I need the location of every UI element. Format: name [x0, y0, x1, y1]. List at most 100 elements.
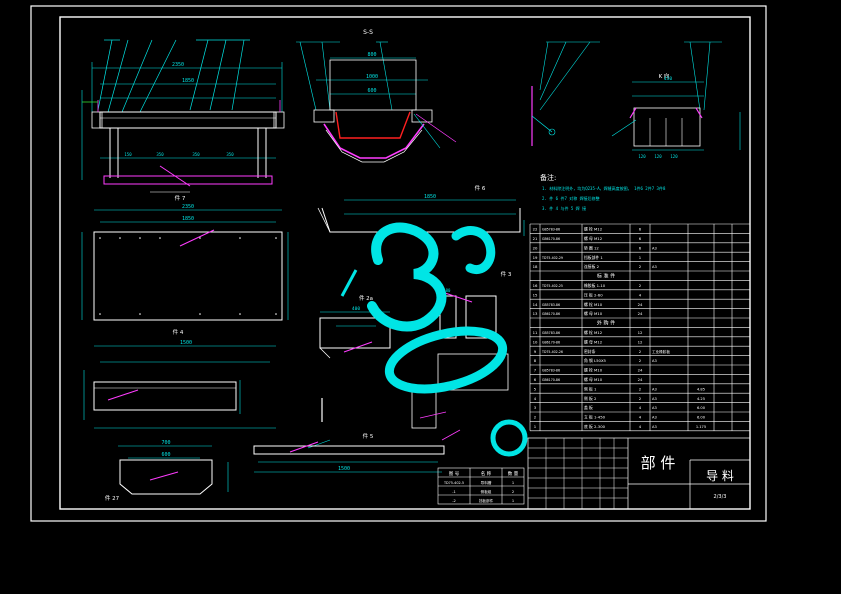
part-27-dim-overall: 700	[161, 440, 170, 446]
part-5-view: 件 5 1500	[253, 432, 445, 473]
bom-row-code: GB5783-86	[542, 303, 560, 307]
bom-row-no: 22	[533, 227, 538, 232]
bom-row-name: 密封条	[584, 349, 596, 354]
bom-row-name: 螺 母 M10	[584, 377, 603, 382]
title-part-name: 部 件	[641, 454, 676, 472]
bom-row-name: 橡胶板 1-10	[584, 283, 606, 288]
bom-row-code: GB5783-86	[542, 369, 560, 373]
dim-seg-3: 350	[192, 152, 200, 157]
bom-row-name: 螺 母 M12	[584, 339, 603, 344]
bom-row-name: 挡板部件 1	[584, 255, 603, 260]
title-block: 部 件 导 料 2/3/3	[527, 437, 751, 510]
dim-seg-2: 350	[156, 152, 164, 157]
bom-row-no: 3	[534, 405, 537, 410]
bom-row-qty: 4	[639, 292, 642, 297]
bom-row-name: 压 板 2-60	[584, 292, 603, 297]
bom-row-no: 2	[534, 415, 537, 420]
bom-row-code: GB6170-86	[542, 312, 560, 316]
part-5-label: 件 5	[363, 432, 374, 440]
part-7-dim-inner: 1850	[182, 216, 194, 222]
bom-row-qty: 24	[638, 311, 643, 316]
bom-row-no: 18	[533, 264, 538, 269]
part-4-dim-overall: 1500	[180, 340, 192, 346]
part-6-view: 件 6 1850 件 2a 400 件 3 80	[317, 184, 525, 441]
bom-row-material: A3	[652, 397, 657, 401]
bom-row-code: TD75-402-25	[541, 284, 563, 288]
dim-ss-width: 800	[367, 52, 376, 58]
section-ss-view: S-S 800 1000 600	[296, 29, 457, 163]
bom-row-qty: 2	[639, 358, 642, 363]
bom-row-material: 工业橡胶板	[652, 349, 670, 354]
bom-row-qty: 24	[638, 377, 643, 382]
part-7-label: 件 7	[175, 194, 186, 202]
bom-row-qty: 2	[639, 349, 642, 354]
bom-row-qty: 4	[639, 405, 642, 410]
sub-table-r3-name: 挡板部件	[479, 498, 494, 503]
bom-row-weight-unit: 4.85	[697, 387, 705, 391]
bom-row-qty: 4	[639, 424, 642, 429]
k-view: K 向 450 120 120 120	[531, 41, 741, 159]
bom-row-no: 1	[534, 424, 537, 429]
bom-row-name: 螺 栓 M12	[584, 330, 603, 335]
inner-border	[59, 16, 751, 510]
sub-table-r2-name: 侧板组	[481, 489, 492, 494]
title-part-name-2: 导 料	[706, 469, 734, 483]
part-7-dim-overall: 2350	[182, 204, 194, 210]
watermark-logo	[340, 222, 528, 457]
bom-row-qty: 24	[638, 302, 643, 307]
bom-row-code: GB5783-86	[542, 228, 560, 232]
sub-table-h-name: 名 称	[481, 470, 492, 477]
bom-row-code: GB6170-86	[542, 378, 560, 382]
sub-table-r3-no: -2	[452, 499, 456, 503]
dim-k-seg3: 120	[670, 154, 678, 159]
notes-line-2: 2. 件 6 件7 对称 焊接后修整	[542, 195, 600, 201]
sub-assembly-table: 图 号 名 称 数 量 TD75-402-5 导料槽 1 -1 侧板组 2 -2…	[437, 467, 525, 505]
dim-ss-inner: 600	[367, 88, 376, 94]
bom-row-no: 15	[533, 292, 538, 297]
bom-row-qty: 6	[639, 227, 642, 232]
bom-row-material: A3	[652, 265, 657, 269]
bom-row-qty: 24	[638, 368, 643, 373]
bom-row-weight-unit: 4.25	[697, 397, 705, 401]
bom-row-name: 侧 板 2	[584, 396, 597, 401]
bom-row-qty: 12	[638, 330, 643, 335]
part-2a-dim: 400	[352, 306, 360, 312]
dim-inner: 1850	[182, 78, 194, 84]
bom-row-material: A3	[652, 425, 657, 429]
bom-row-material: A3	[652, 359, 657, 363]
sub-table-r1-qty: 1	[512, 481, 514, 485]
bom-section-heading: 外 购 件	[597, 320, 615, 327]
bom-row-no: 5	[534, 386, 537, 391]
notes-block: 备注: 1. 材料除注明外，均为Q235-A，焊缝高度按图， 1件6 2件7 3…	[540, 173, 666, 211]
dim-k-seg1: 120	[638, 154, 646, 159]
bom-row-weight-unit: 6.00	[697, 406, 706, 410]
bom-row-code: TD75-402-26	[541, 350, 563, 354]
bom-row-qty: 6	[639, 236, 642, 241]
dim-k-seg2: 120	[654, 154, 662, 159]
part-7-holes	[99, 237, 277, 315]
bom-row-qty: 6	[639, 245, 642, 250]
bom-row-name: 螺 母 M10	[584, 311, 603, 316]
bom-row-material: A3	[652, 406, 657, 410]
bom-row-weight-unit: 6.00	[697, 416, 706, 420]
part-27-dim-inner: 600	[161, 452, 170, 458]
sub-table-r2-qty: 2	[512, 490, 514, 494]
bom-row-no: 13	[533, 311, 538, 316]
bom-row-no: 6	[534, 377, 537, 382]
bom-row-code: GB6170-86	[542, 237, 560, 241]
bom-row-material: A3	[652, 246, 657, 250]
part-27-label: 件 27	[105, 494, 120, 502]
bom-section-heading: 标 准 件	[597, 273, 615, 280]
part-4-label: 件 4	[173, 328, 184, 336]
bom-row-no: 9	[534, 349, 537, 354]
bom-row-qty: 2	[639, 386, 642, 391]
bom-row-material: A3	[652, 387, 657, 391]
bom-row-code: TD75-402-29	[541, 256, 563, 260]
bom-row-name: 螺 栓 M10	[584, 368, 603, 373]
bom-row-code: GB5783-86	[542, 331, 560, 335]
bom-row-no: 10	[533, 339, 538, 344]
sub-table-r1-no: TD75-402-5	[443, 481, 464, 485]
bom-row-name: 盖 板	[584, 405, 593, 410]
